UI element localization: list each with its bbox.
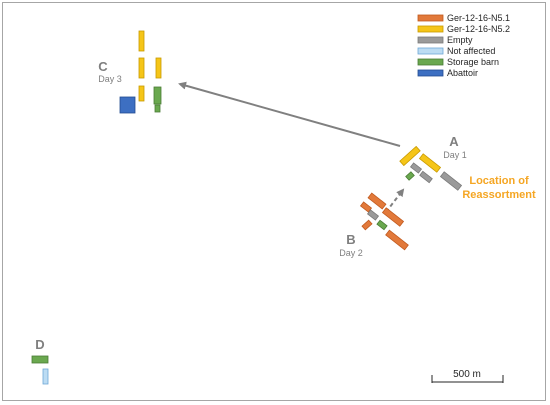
legend-item-ger-n52: Ger-12-16-N5.2	[417, 24, 510, 34]
site-b: B Day 2	[339, 192, 409, 258]
legend-swatch-abattoir	[417, 69, 444, 77]
site-b-barn-n51	[367, 192, 387, 210]
site-c: C Day 3	[98, 30, 162, 114]
site-a-barn-empty	[439, 171, 463, 191]
site-c-storage-barn	[154, 104, 161, 113]
legend-swatch-ger-n51	[417, 14, 444, 22]
reassortment-label-line2: Reassortment	[462, 189, 536, 201]
map-frame	[2, 2, 546, 401]
site-b-barn-n51	[359, 201, 373, 213]
legend-item-not-affected: Not affected	[417, 46, 495, 56]
site-d-barn-not-affected	[42, 368, 49, 385]
legend-swatch-storage-barn	[417, 58, 444, 66]
legend-item-ger-n51: Ger-12-16-N5.1	[417, 13, 510, 23]
site-c-barn-n52	[155, 57, 162, 79]
legend-label-storage-barn: Storage barn	[447, 57, 499, 67]
legend-label-empty: Empty	[447, 35, 473, 45]
site-d-letter: D	[35, 337, 44, 352]
site-b-barn-n51	[361, 219, 373, 231]
site-b-barn-empty	[366, 209, 380, 221]
site-a-barn-n52	[418, 153, 442, 173]
transmission-arrow-b-to-a	[385, 188, 405, 213]
site-c-barn-n52	[138, 57, 145, 79]
site-d: D	[31, 337, 49, 385]
legend-item-empty: Empty	[417, 35, 473, 45]
transmission-arrow-a-to-c	[178, 81, 401, 147]
site-c-abattoir	[119, 96, 136, 114]
site-b-barn-n51	[381, 207, 405, 227]
legend-label-ger-n52: Ger-12-16-N5.2	[447, 24, 510, 34]
site-c-storage-barn	[153, 86, 162, 105]
site-c-barn-n52	[138, 30, 145, 52]
site-a-storage-barn	[405, 171, 415, 181]
legend-label-not-affected: Not affected	[447, 46, 495, 56]
site-c-barn-n52	[138, 85, 145, 102]
site-b-barn-n51	[385, 229, 409, 251]
site-b-day: Day 2	[339, 248, 363, 258]
legend-item-abattoir: Abattoir	[417, 68, 478, 78]
scale-bar-label: 500 m	[453, 369, 481, 380]
legend-swatch-empty	[417, 36, 444, 44]
site-c-letter: C	[98, 59, 108, 74]
legend-label-ger-n51: Ger-12-16-N5.1	[447, 13, 510, 23]
site-a-letter: A	[449, 134, 459, 149]
site-b-storage-barn	[376, 219, 388, 231]
legend-item-storage-barn: Storage barn	[417, 57, 499, 67]
site-a-day: Day 1	[443, 150, 467, 160]
legend-swatch-ger-n52	[417, 25, 444, 33]
site-c-day: Day 3	[98, 74, 122, 84]
legend: Ger-12-16-N5.1 Ger-12-16-N5.2 Empty Not …	[417, 13, 510, 78]
site-b-letter: B	[346, 232, 355, 247]
site-a-barn-empty	[419, 170, 433, 184]
site-a-barn-empty	[409, 162, 423, 174]
site-a: A Day 1	[399, 134, 467, 191]
scale-bar: 500 m	[431, 369, 504, 383]
site-d-storage-barn	[31, 355, 49, 364]
legend-label-abattoir: Abattoir	[447, 68, 478, 78]
site-a-barn-n52	[399, 145, 421, 167]
reassortment-label-line1: Location of	[469, 175, 529, 187]
legend-swatch-not-affected	[417, 47, 444, 55]
